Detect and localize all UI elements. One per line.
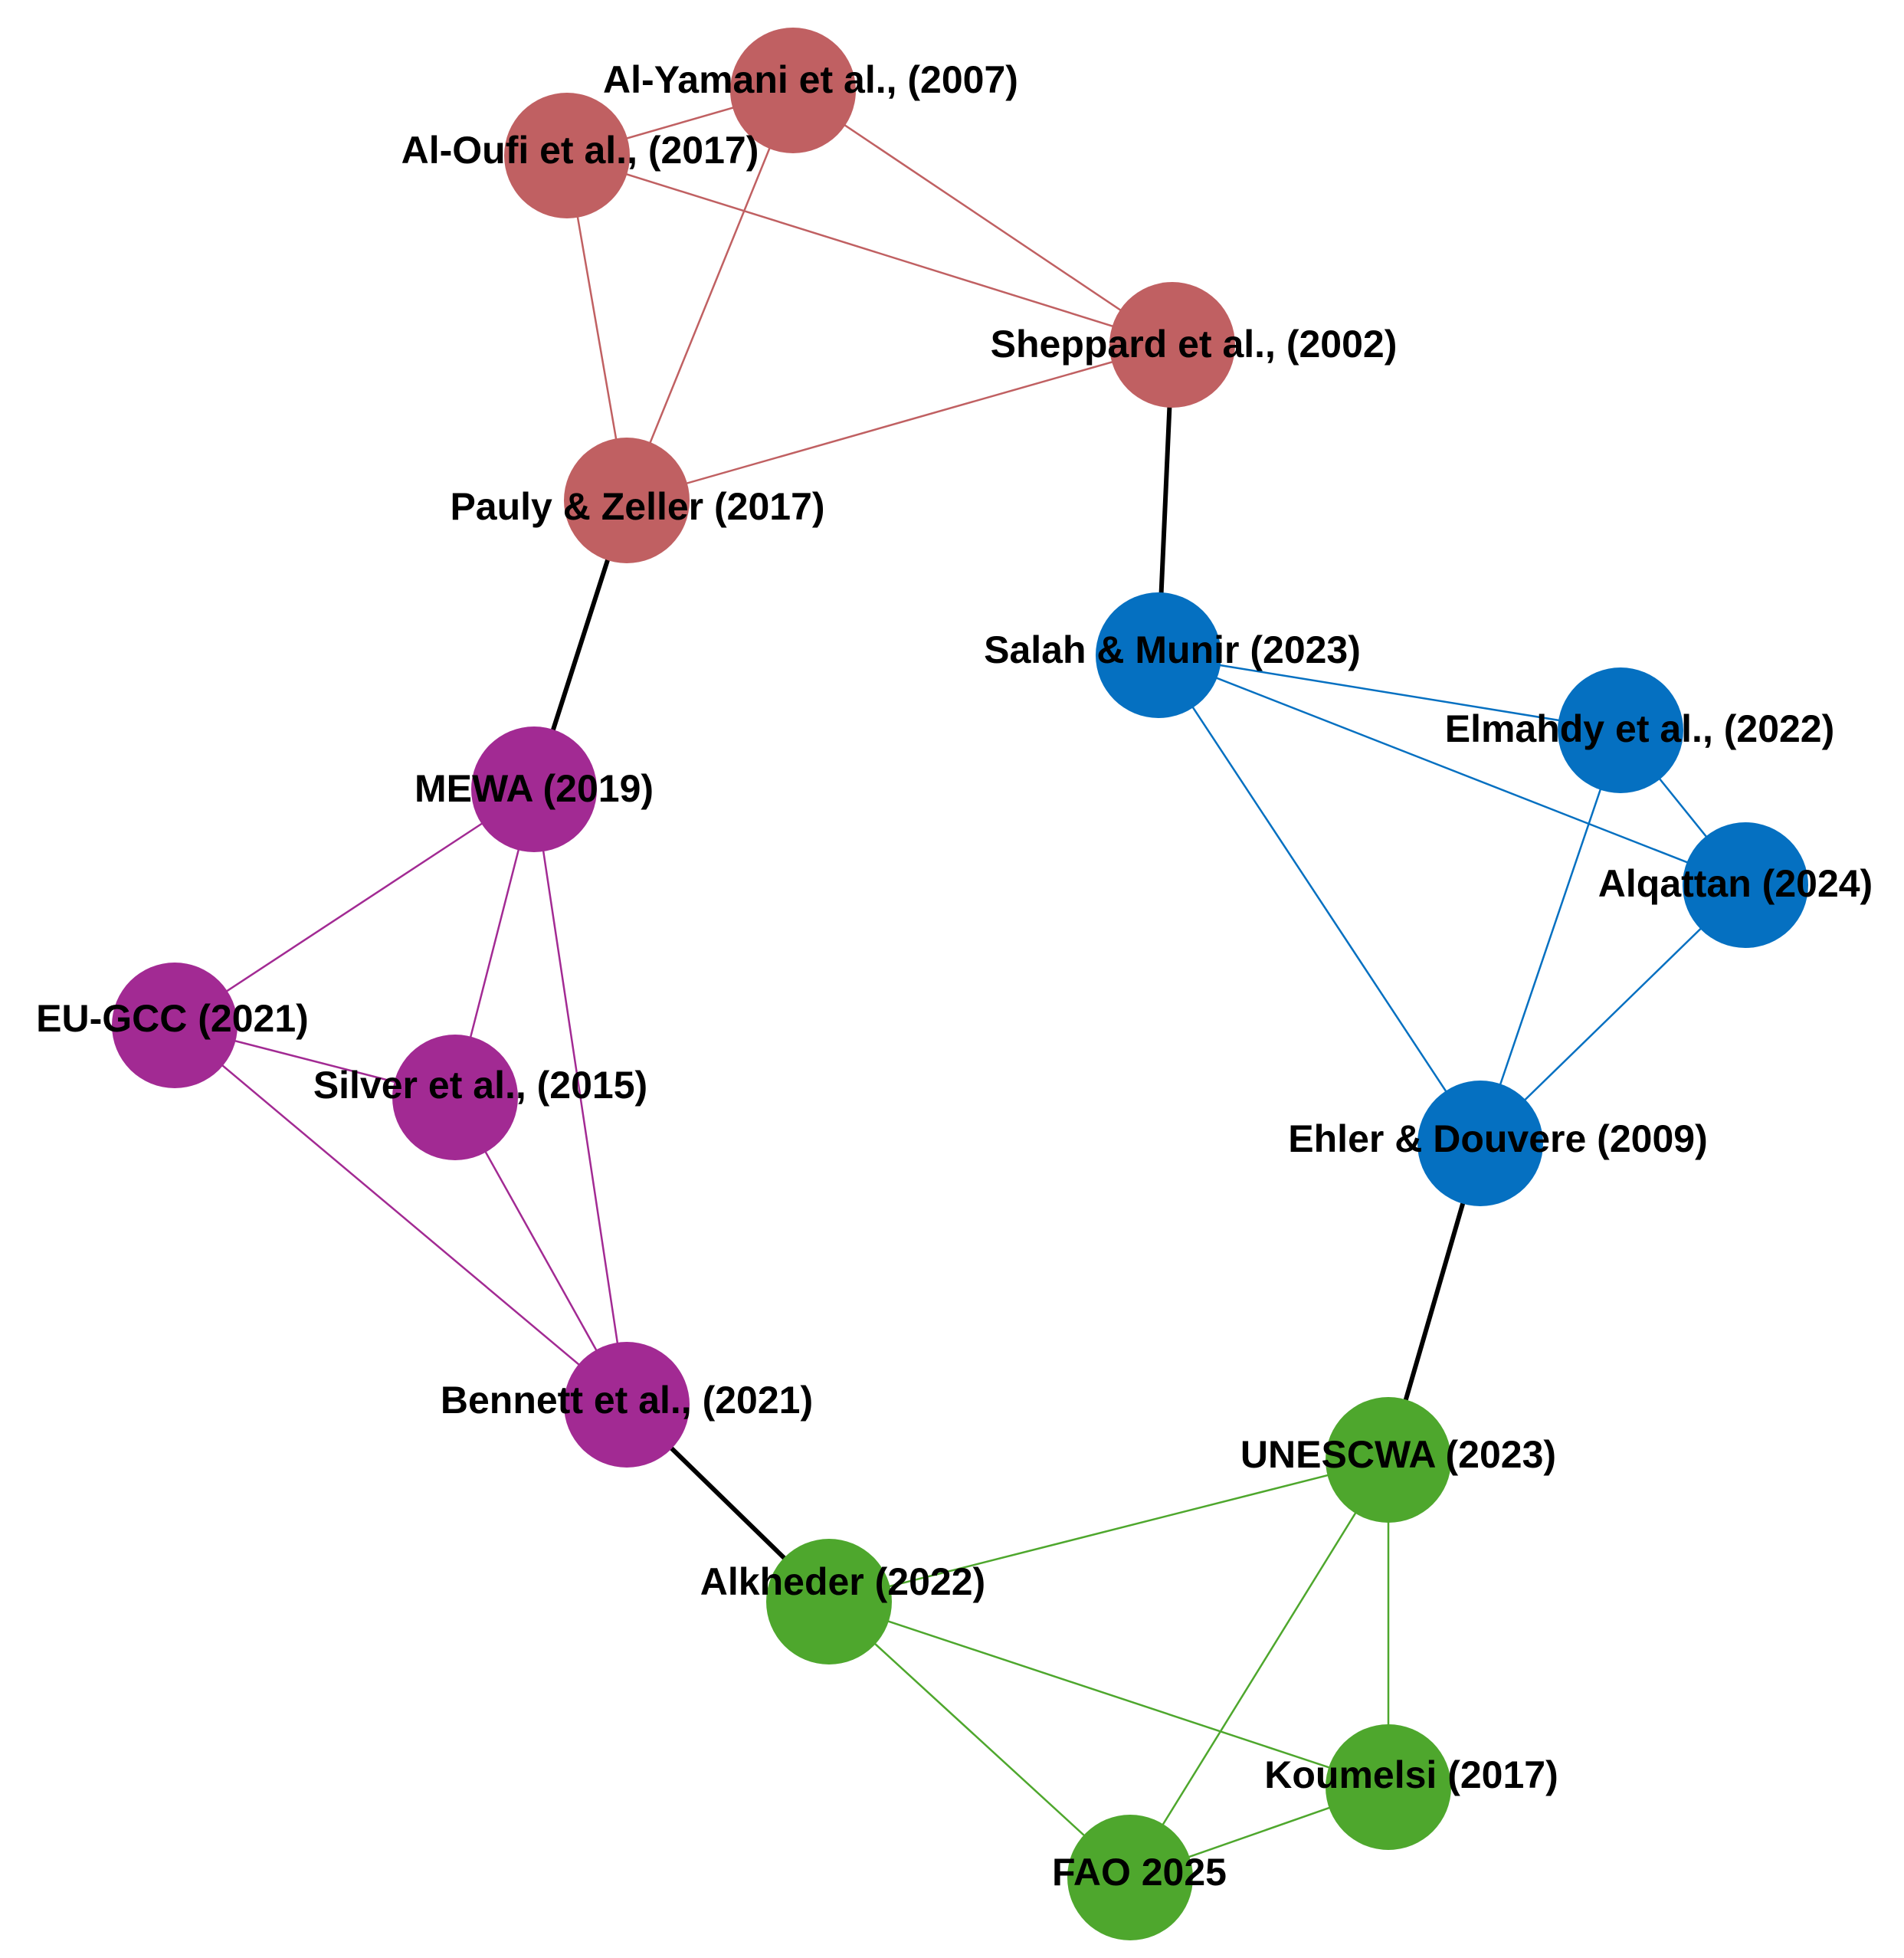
node-label-salah-munir-2023: Salah & Munir (2023) bbox=[984, 628, 1361, 671]
node-fao-2025 bbox=[1067, 1815, 1193, 1940]
node-sheppard-2002 bbox=[1109, 282, 1235, 408]
nodes-layer bbox=[112, 28, 1808, 1940]
edge-alkheder-2022-to-koumelsi-2017 bbox=[828, 1600, 1389, 1789]
node-label-pauly-zeller-2017: Pauly & Zeller (2017) bbox=[450, 485, 824, 528]
edge-eu-gcc-2021-to-bennett-2021 bbox=[174, 1025, 628, 1405]
edge-al-yamani-2007-to-pauly-zeller-2017 bbox=[625, 90, 795, 501]
node-bennett-2021 bbox=[564, 1342, 690, 1468]
node-label-elmahdy-2022: Elmahdy et al., (2022) bbox=[1445, 707, 1835, 750]
edge-elmahdy-2022-to-ehler-douvere-2009 bbox=[1479, 730, 1622, 1144]
edge-salah-munir-2023-to-ehler-douvere-2009 bbox=[1157, 654, 1482, 1144]
node-salah-munir-2023 bbox=[1096, 592, 1221, 718]
node-pauly-zeller-2017 bbox=[564, 438, 690, 563]
edge-al-oufi-2017-to-sheppard-2002 bbox=[566, 154, 1173, 346]
node-label-alqattan-2024: Alqattan (2024) bbox=[1598, 862, 1873, 905]
node-label-fao-2025: FAO 2025 bbox=[1052, 1851, 1227, 1894]
node-al-oufi-2017 bbox=[504, 93, 630, 218]
node-label-al-oufi-2017: Al-Oufi et al., (2017) bbox=[401, 129, 759, 172]
node-alqattan-2024 bbox=[1683, 822, 1808, 948]
node-al-yamani-2007 bbox=[730, 28, 856, 153]
node-eu-gcc-2021 bbox=[112, 963, 238, 1088]
node-label-eu-gcc-2021: EU-GCC (2021) bbox=[36, 997, 309, 1040]
labels-layer: Al-Yamani et al., (2007) Al-Oufi et al., … bbox=[36, 58, 1873, 1894]
node-label-bennett-2021: Bennett et al., (2021) bbox=[441, 1379, 813, 1422]
edge-al-yamani-2007-to-sheppard-2002 bbox=[792, 89, 1173, 346]
node-label-alkheder-2022: Alkheder (2022) bbox=[700, 1560, 985, 1603]
node-alkheder-2022 bbox=[766, 1539, 892, 1664]
node-label-al-yamani-2007: Al-Yamani et al., (2007) bbox=[603, 58, 1018, 101]
node-label-ehler-douvere-2009: Ehler & Douvere (2009) bbox=[1288, 1117, 1707, 1160]
edge-salah-munir-2023-to-alqattan-2024 bbox=[1158, 654, 1746, 887]
edge-sheppard-2002-to-pauly-zeller-2017 bbox=[626, 343, 1173, 502]
edge-alkheder-2022-to-fao-2025 bbox=[828, 1601, 1131, 1878]
node-unescwa-2023 bbox=[1326, 1397, 1451, 1523]
node-label-silver-2015: Silver et al., (2015) bbox=[313, 1064, 647, 1107]
node-label-sheppard-2002: Sheppard et al., (2002) bbox=[991, 323, 1398, 366]
node-elmahdy-2022 bbox=[1558, 667, 1683, 793]
node-koumelsi-2017 bbox=[1326, 1724, 1451, 1850]
node-mewa-2019 bbox=[471, 726, 597, 852]
edge-unescwa-2023-to-fao-2025 bbox=[1129, 1459, 1390, 1878]
edge-mewa-2019-to-eu-gcc-2021 bbox=[174, 788, 535, 1027]
edge-unescwa-2023-to-alkheder-2022 bbox=[828, 1458, 1389, 1603]
edge-salah-munir-2023-to-elmahdy-2022 bbox=[1158, 654, 1621, 732]
node-label-mewa-2019: MEWA (2019) bbox=[415, 767, 654, 810]
edge-mewa-2019-to-bennett-2021 bbox=[533, 789, 628, 1405]
node-label-unescwa-2023: UNESCWA (2023) bbox=[1240, 1433, 1556, 1476]
node-ehler-douvere-2009 bbox=[1417, 1081, 1543, 1206]
node-label-koumelsi-2017: Koumelsi (2017) bbox=[1264, 1753, 1558, 1796]
node-silver-2015 bbox=[392, 1035, 518, 1160]
